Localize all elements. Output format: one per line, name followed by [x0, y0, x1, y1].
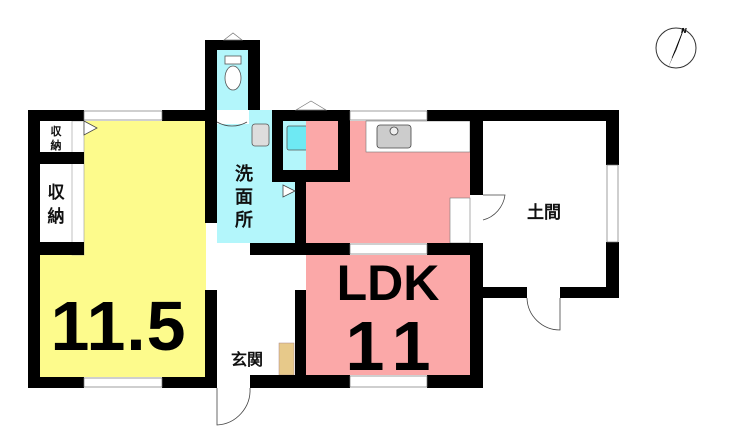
storage-large-label-top: 収: [48, 183, 66, 203]
compass-icon: N: [655, 27, 697, 69]
storage-small-label-bottom: 納: [51, 138, 62, 152]
doma-floor: [483, 121, 606, 287]
toilet-icon: [224, 55, 242, 91]
doors: [83, 120, 561, 426]
entrance-label: 玄関: [231, 350, 263, 369]
compass-north-label: N: [681, 27, 687, 35]
storage-small-label-top: 収: [51, 125, 63, 138]
washroom-label-3: 所: [235, 210, 253, 231]
windows: [83, 32, 619, 388]
walls: [28, 40, 619, 388]
ldk-floor: [306, 255, 470, 375]
faucet-icon: [389, 126, 399, 136]
wash-basin-icon: [251, 123, 270, 147]
washroom-label-1: 洗: [235, 163, 253, 185]
ldk-label: LDK: [337, 255, 440, 311]
doma-label: 土間: [527, 202, 561, 223]
washroom-label-2: 面: [235, 187, 253, 208]
western-room-size: 11.5: [51, 287, 186, 365]
kitchen-step: [449, 197, 471, 244]
storage-large-label-bottom: 納: [48, 206, 65, 227]
shoe-step: [278, 342, 295, 376]
washroom-white: [217, 110, 249, 124]
sink-icon: [376, 124, 412, 149]
closet-strip: [71, 120, 85, 256]
